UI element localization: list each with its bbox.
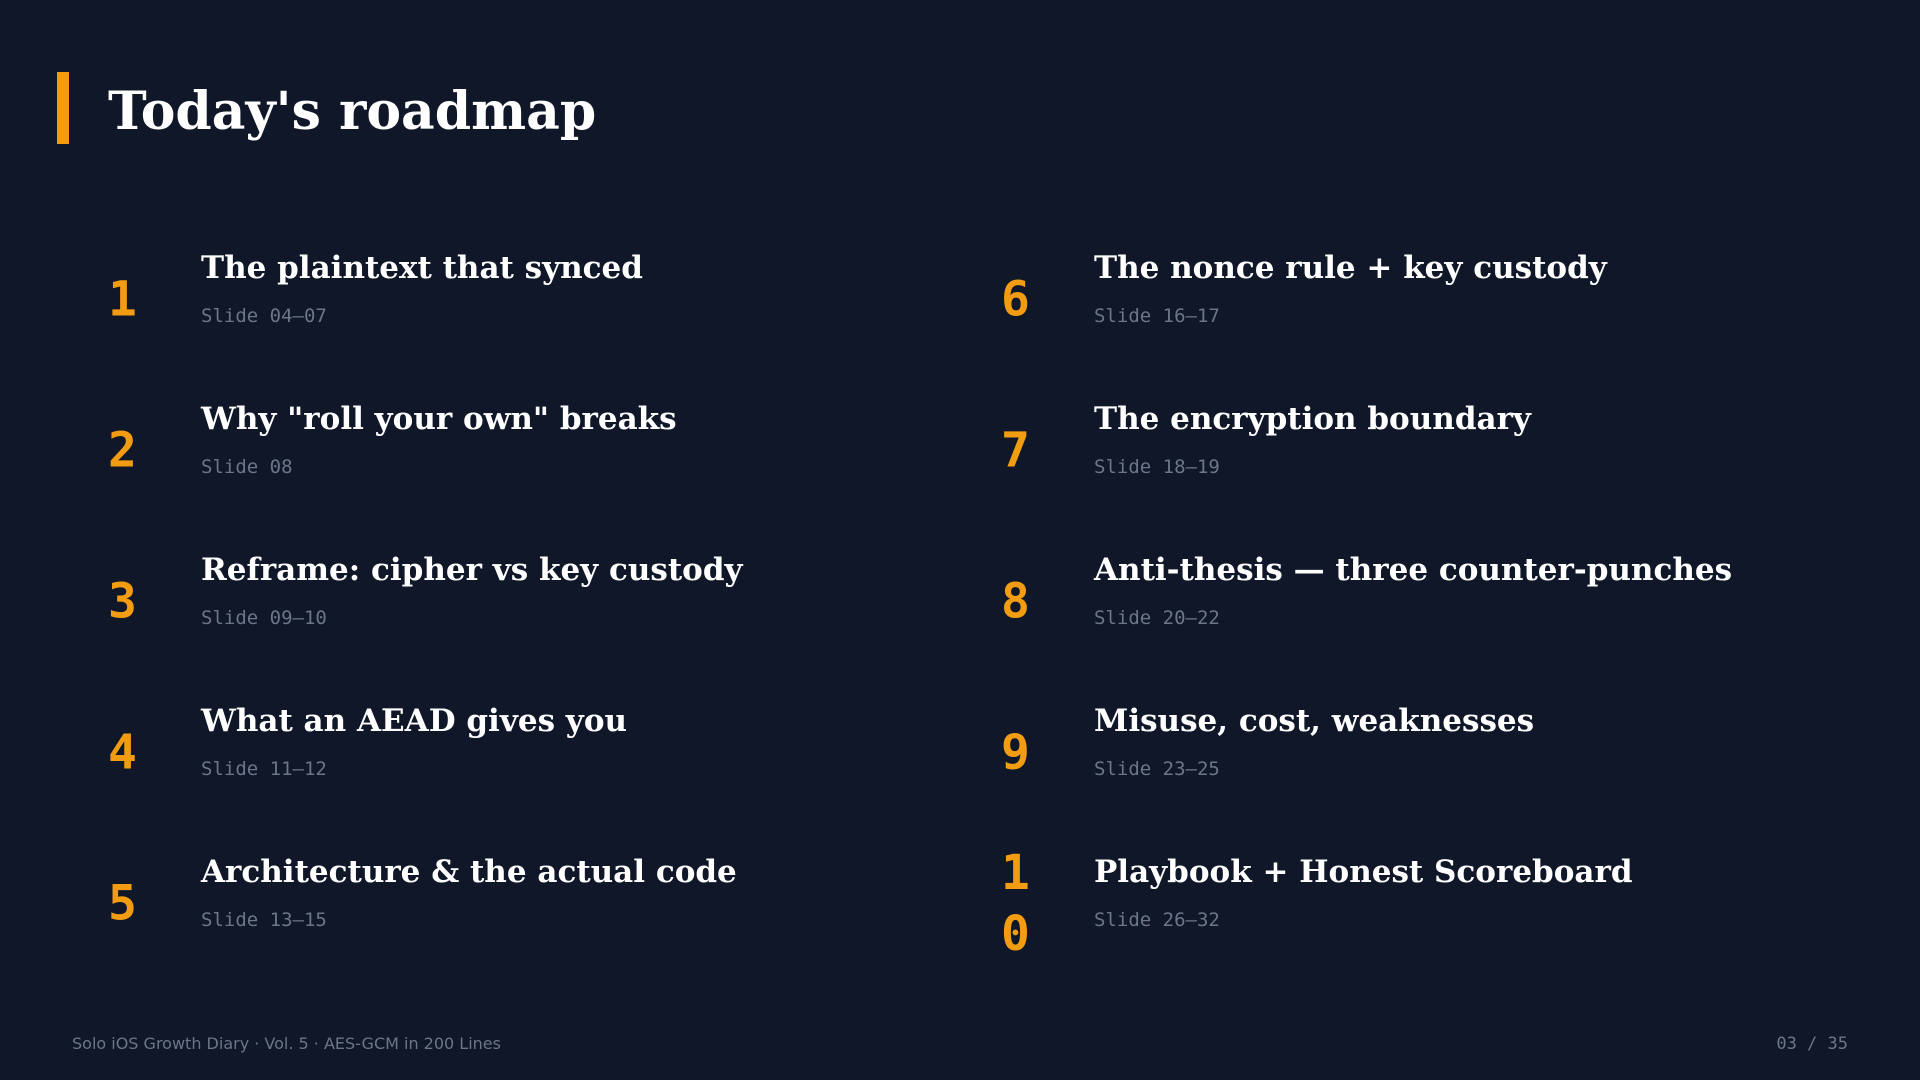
item-heading: The nonce rule + key custody bbox=[1094, 250, 1607, 286]
item-slide-range: Slide 20–22 bbox=[1094, 607, 1220, 629]
item-slide-range: Slide 18–19 bbox=[1094, 456, 1220, 478]
item-slide-range: Slide 11–12 bbox=[201, 758, 327, 780]
item-number: 8 bbox=[1001, 573, 1030, 630]
item-heading: Anti-thesis — three counter-punches bbox=[1094, 552, 1733, 588]
item-number: 7 bbox=[1001, 422, 1030, 479]
title-accent-bar bbox=[57, 72, 69, 144]
item-number: 5 bbox=[108, 875, 137, 932]
item-slide-range: Slide 04–07 bbox=[201, 305, 327, 327]
footer-page-indicator: 03 / 35 bbox=[1776, 1034, 1848, 1054]
item-slide-range: Slide 26–32 bbox=[1094, 909, 1220, 931]
item-number: 1 bbox=[108, 271, 137, 328]
page-title: Today's roadmap bbox=[108, 81, 597, 142]
item-slide-range: Slide 08 bbox=[201, 456, 293, 478]
item-number: 4 bbox=[108, 724, 137, 781]
item-slide-range: Slide 09–10 bbox=[201, 607, 327, 629]
item-heading: The encryption boundary bbox=[1094, 401, 1531, 437]
item-heading: The plaintext that synced bbox=[201, 250, 643, 286]
item-slide-range: Slide 13–15 bbox=[201, 909, 327, 931]
item-heading: Why "roll your own" breaks bbox=[201, 401, 677, 437]
item-slide-range: Slide 16–17 bbox=[1094, 305, 1220, 327]
item-number: 2 bbox=[108, 422, 137, 479]
footer-deck-name: Solo iOS Growth Diary · Vol. 5 · AES-GCM… bbox=[72, 1034, 501, 1053]
item-number: 6 bbox=[1001, 271, 1030, 328]
item-heading: Reframe: cipher vs key custody bbox=[201, 552, 743, 588]
item-heading: Misuse, cost, weaknesses bbox=[1094, 703, 1535, 739]
item-heading: Playbook + Honest Scoreboard bbox=[1094, 854, 1633, 890]
item-slide-range: Slide 23–25 bbox=[1094, 758, 1220, 780]
item-heading: What an AEAD gives you bbox=[201, 703, 628, 739]
item-number: 3 bbox=[108, 573, 137, 630]
item-number: 10 bbox=[1001, 845, 1030, 962]
item-number: 9 bbox=[1001, 724, 1030, 781]
item-heading: Architecture & the actual code bbox=[201, 854, 737, 890]
